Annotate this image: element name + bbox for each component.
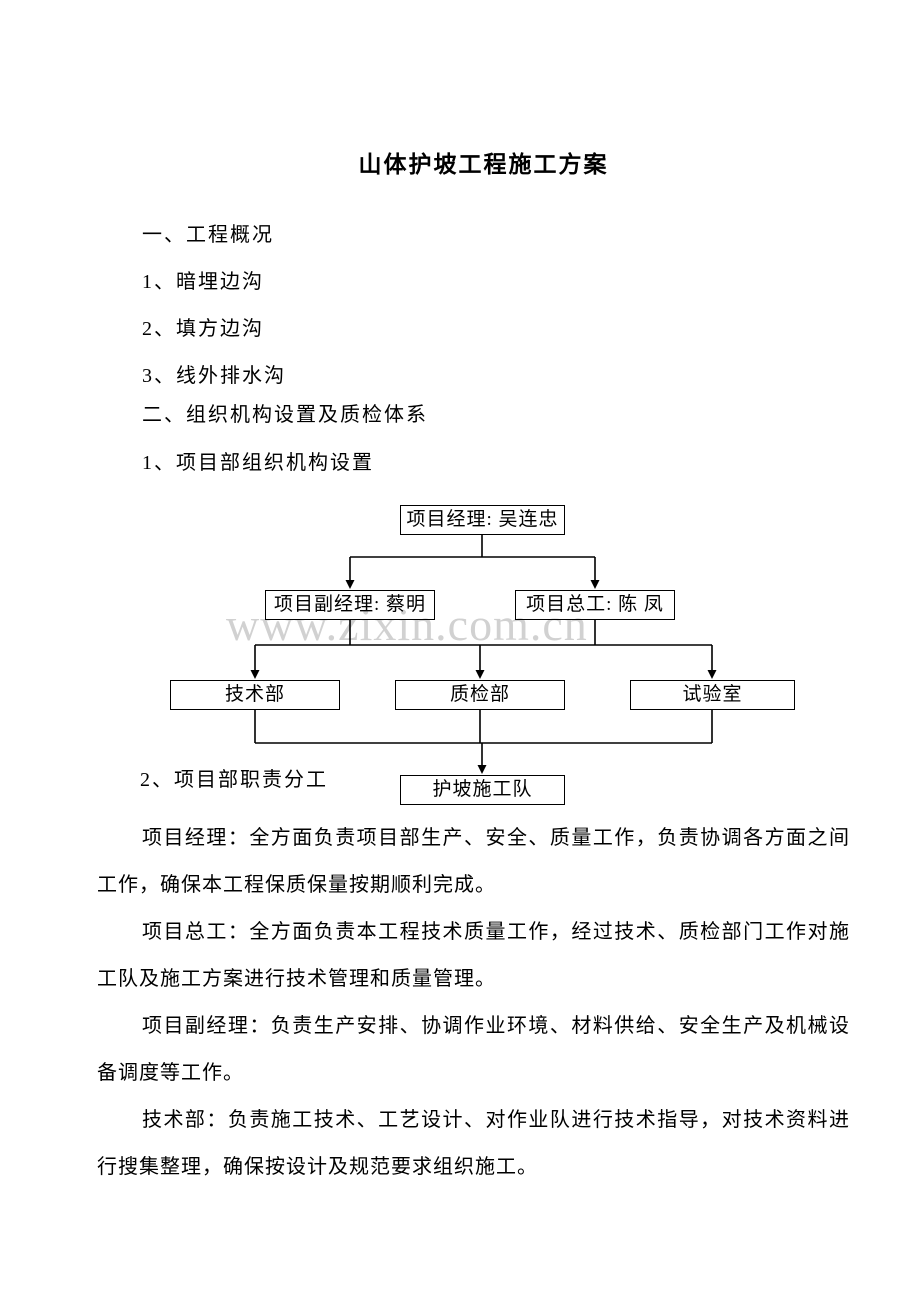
list-item-outside-drain: 3、线外排水沟 — [142, 365, 286, 387]
paragraph-tech-dept-duty: 技术部：负责施工技术、工艺设计、对作业队进行技术指导，对技术资料进行搜集整理，确… — [97, 1109, 850, 1178]
arrow-down-icon — [477, 765, 487, 774]
paragraph-chief-engineer-duty: 项目总工：全方面负责本工程技术质量工作，经过技术、质检部门工作对施工队及施工方案… — [97, 921, 850, 990]
org-box-deputy-manager: 项目副经理: 蔡明 — [265, 590, 435, 620]
org-box-tech-dept: 技术部 — [170, 680, 340, 710]
org-box-chief-engineer: 项目总工: 陈 凤 — [515, 590, 675, 620]
section-heading-overview: 一、工程概况 — [142, 224, 274, 246]
org-box-lab: 试验室 — [630, 680, 795, 710]
org-chart-connectors — [250, 535, 717, 774]
arrow-down-icon — [345, 580, 355, 589]
paragraph-project-manager-duty: 项目经理：全方面负责项目部生产、安全、质量工作，负责协调各方面之间工作，确保本工… — [97, 827, 850, 896]
list-item-fill-ditch: 2、填方边沟 — [142, 318, 264, 340]
org-box-construction-team: 护坡施工队 — [400, 775, 565, 805]
arrow-down-icon — [707, 670, 717, 679]
document-title: 山体护坡工程施工方案 — [358, 152, 609, 177]
org-box-project-manager: 项目经理: 吴连忠 — [400, 505, 565, 535]
paragraph-deputy-manager-duty: 项目副经理：负责生产安排、协调作业环境、材料供给、安全生产及机械设备调度等工作。 — [97, 1015, 850, 1084]
watermark: www.zixin.com.cn — [226, 599, 588, 650]
arrow-down-icon — [475, 670, 485, 679]
subsection-heading-duties: 2、项目部职责分工 — [140, 769, 328, 791]
list-item-buried-ditch: 1、暗埋边沟 — [142, 271, 264, 293]
org-box-qc-dept: 质检部 — [395, 680, 565, 710]
document-content: 山体护坡工程施工方案 一、工程概况 1、暗埋边沟 2、填方边沟 3、线外排水沟 … — [0, 152, 920, 1191]
subsection-heading-org-setup: 1、项目部组织机构设置 — [142, 452, 374, 474]
section-heading-organization: 二、组织机构设置及质检体系 — [142, 404, 428, 426]
arrow-down-icon — [250, 670, 260, 679]
org-chart: 项目经理: 吴连忠 项目副经理: 蔡明 项目总工: 陈 凤 技术部 质检部 试验… — [0, 495, 920, 815]
duties-section: 项目经理：全方面负责项目部生产、安全、质量工作，负责协调各方面之间工作，确保本工… — [97, 815, 850, 1191]
arrow-down-icon — [590, 580, 600, 589]
